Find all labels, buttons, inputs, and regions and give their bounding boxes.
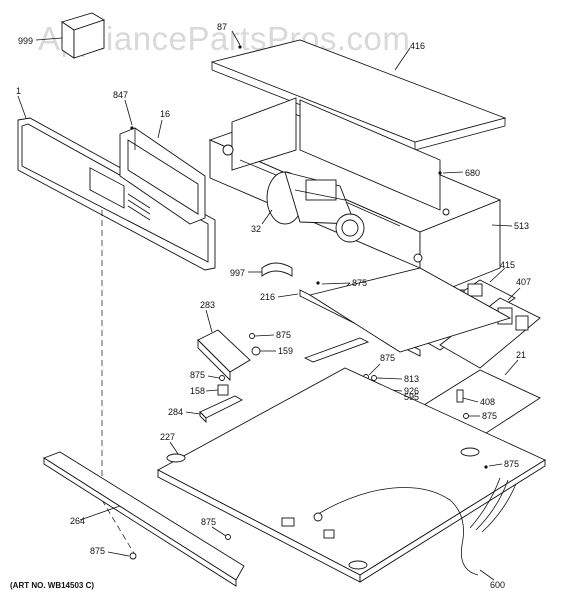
callout-216: 216: [260, 292, 275, 302]
part-1-control-panel[interactable]: [17, 117, 216, 271]
part-283-duct[interactable]: [197, 329, 251, 382]
callout-875-d: 875: [380, 353, 395, 363]
part-600-wire-harness[interactable]: [313, 477, 517, 576]
part-bracket-strip: [303, 337, 370, 363]
callout-415: 415: [500, 260, 515, 270]
callout-875-a: 875: [352, 278, 367, 288]
callout-32: 32: [251, 224, 261, 234]
callout-408: 408: [480, 397, 495, 407]
part-284-bracket[interactable]: [199, 395, 243, 424]
callout-87: 87: [217, 22, 227, 32]
art-number: (ART NO. WB14503 C): [10, 581, 94, 590]
callout-284: 284: [168, 407, 183, 417]
callout-999: 999: [18, 36, 33, 46]
callout-407: 407: [516, 277, 531, 287]
part-513-chassis[interactable]: [208, 97, 502, 301]
callout-875-f: 875: [504, 459, 519, 469]
callout-595: 595: [404, 392, 419, 402]
callout-997: 997: [230, 268, 245, 278]
part-408-sensor[interactable]: [456, 389, 464, 403]
part-264-rail[interactable]: [42, 451, 245, 587]
callout-513: 513: [514, 221, 529, 231]
callout-227: 227: [160, 432, 175, 442]
part-16-control-board[interactable]: [119, 127, 206, 225]
callout-158: 158: [190, 386, 205, 396]
screw-875-g[interactable]: [129, 552, 137, 560]
part-158-sensor[interactable]: [217, 384, 229, 396]
screw-875-f[interactable]: [225, 534, 231, 540]
callout-847: 847: [113, 90, 128, 100]
callout-875-c: 875: [190, 370, 205, 380]
callout-1: 1: [16, 86, 21, 96]
part-159-grommet[interactable]: [251, 346, 261, 356]
callout-600: 600: [490, 580, 505, 590]
part-997-clip[interactable]: [261, 262, 293, 277]
screw-875-c[interactable]: [219, 375, 225, 381]
callout-21: 21: [516, 350, 526, 360]
callout-283: 283: [200, 300, 215, 310]
screw-875-b[interactable]: [249, 333, 255, 339]
callout-16: 16: [160, 109, 170, 119]
callout-813: 813: [404, 374, 419, 384]
callout-264: 264: [70, 516, 85, 526]
callout-875-b: 875: [276, 330, 291, 340]
part-227-base-pan[interactable]: [157, 367, 546, 583]
part-813-nut[interactable]: [371, 375, 377, 381]
callout-875-h: 875: [90, 546, 105, 556]
callout-159: 159: [278, 346, 293, 356]
callout-875-e: 875: [482, 411, 497, 421]
part-32-fan[interactable]: [266, 171, 365, 243]
callout-875-g: 875: [201, 517, 216, 527]
screw-875-e[interactable]: [463, 413, 469, 419]
callout-416: 416: [410, 41, 425, 51]
callout-680: 680: [465, 168, 480, 178]
part-shelf-plate: [308, 267, 512, 353]
part-999-box[interactable]: [60, 12, 106, 59]
callout-926: 926: [404, 386, 419, 396]
